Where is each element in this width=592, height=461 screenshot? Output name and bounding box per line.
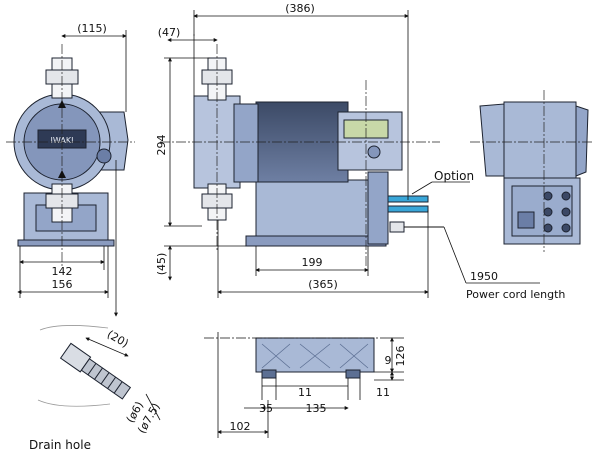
side-flange [233,103,259,183]
foot-detail [255,337,375,379]
dim-365: (365) [308,278,338,291]
dim-126: 126 [394,346,407,367]
dim-294: 294 [155,135,168,156]
air-vent-knob [96,148,112,164]
rear-left-housing [479,103,505,177]
rear-view [479,101,589,245]
foot-slot-right [345,369,361,379]
dim-156: 156 [52,278,73,291]
dim-35: 35 [259,402,273,415]
dim-45: (45) [155,253,168,276]
connector-5 [543,223,553,233]
side-base [255,179,375,237]
drain-hole-label: Drain hole [29,438,91,452]
dimension-lines [17,10,429,317]
connector-3 [543,207,553,217]
connector-1 [543,191,553,201]
front-base-foot [17,239,115,247]
rear-right-housing [575,105,589,177]
drain-tube [80,358,132,400]
dim-9: 9 [385,354,392,367]
foot-slot-left [261,369,277,379]
dim-102: 102 [230,420,251,433]
dim-199: 199 [302,256,323,269]
power-cord-leader [443,226,467,284]
side-centerlines [160,44,440,268]
dim-11-right: 11 [376,386,390,399]
dim-115: (115) [77,22,107,35]
rear-switch [517,211,535,229]
foot-dimension-lines [204,332,404,438]
dim-386: (386) [285,2,315,15]
front-view [13,57,129,247]
power-cord-gland [389,221,405,233]
side-base-foot [245,235,387,247]
option-leader [411,181,433,195]
flow-arrow-in [58,170,66,178]
dim-11-mid: 11 [298,386,312,399]
dim-drain-20: (20) [105,328,131,351]
side-view [193,57,429,247]
connector-4 [561,207,571,217]
flow-arrow-out [58,100,66,108]
dim-135: 135 [306,402,327,415]
foot-body [255,337,375,373]
dim-47: (47) [158,26,181,39]
dim-1950: 1950 [470,270,498,283]
side-rear-cover [367,171,389,245]
rear-centerlines [470,90,592,252]
power-cord-label: Power cord length [466,288,565,301]
option-cable-2 [387,205,429,213]
dim-142: 142 [52,265,73,278]
rear-upper-body [503,101,577,179]
drain-detail [37,325,161,421]
connector-6 [561,223,571,233]
front-centerlines [6,44,135,268]
control-key[interactable] [367,145,381,159]
option-label: Option [434,169,474,183]
connector-2 [561,191,571,201]
